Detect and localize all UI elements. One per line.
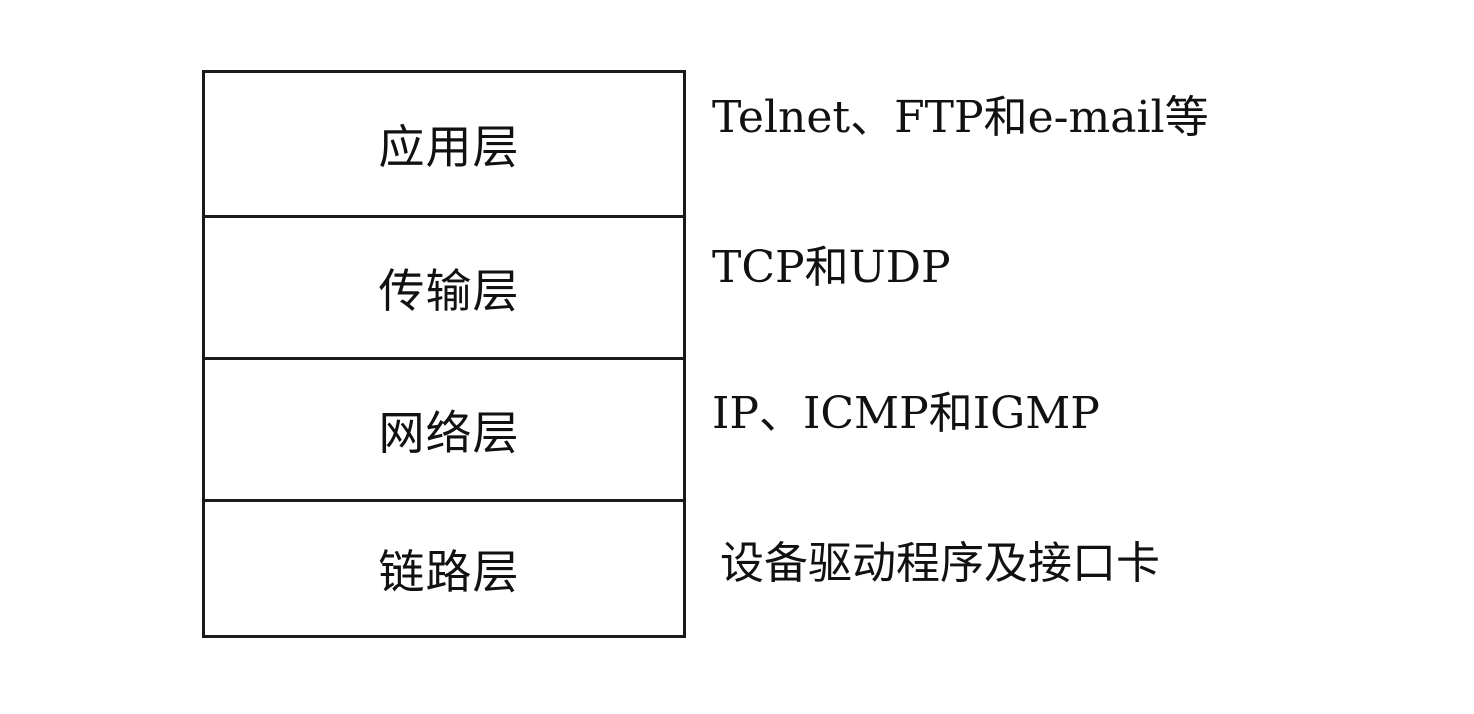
protocols-application: Telnet、FTP和e-mail等: [712, 92, 1209, 143]
layer-transport: 传输层: [205, 215, 683, 357]
protocols-network: IP、ICMP和IGMP: [712, 388, 1100, 439]
layer-link: 链路层: [205, 499, 683, 635]
protocol-stack: 应用层 传输层 网络层 链路层: [202, 70, 686, 638]
layer-label: 传输层: [378, 263, 520, 318]
layer-network: 网络层: [205, 357, 683, 499]
layer-label: 应用层: [378, 120, 520, 174]
protocols-link: 设备驱动程序及接口卡: [720, 538, 1160, 589]
protocols-transport: TCP和UDP: [712, 242, 951, 293]
layer-label: 网络层: [378, 405, 520, 460]
layer-application: 应用层: [205, 73, 683, 215]
layer-label: 链路层: [378, 544, 520, 599]
